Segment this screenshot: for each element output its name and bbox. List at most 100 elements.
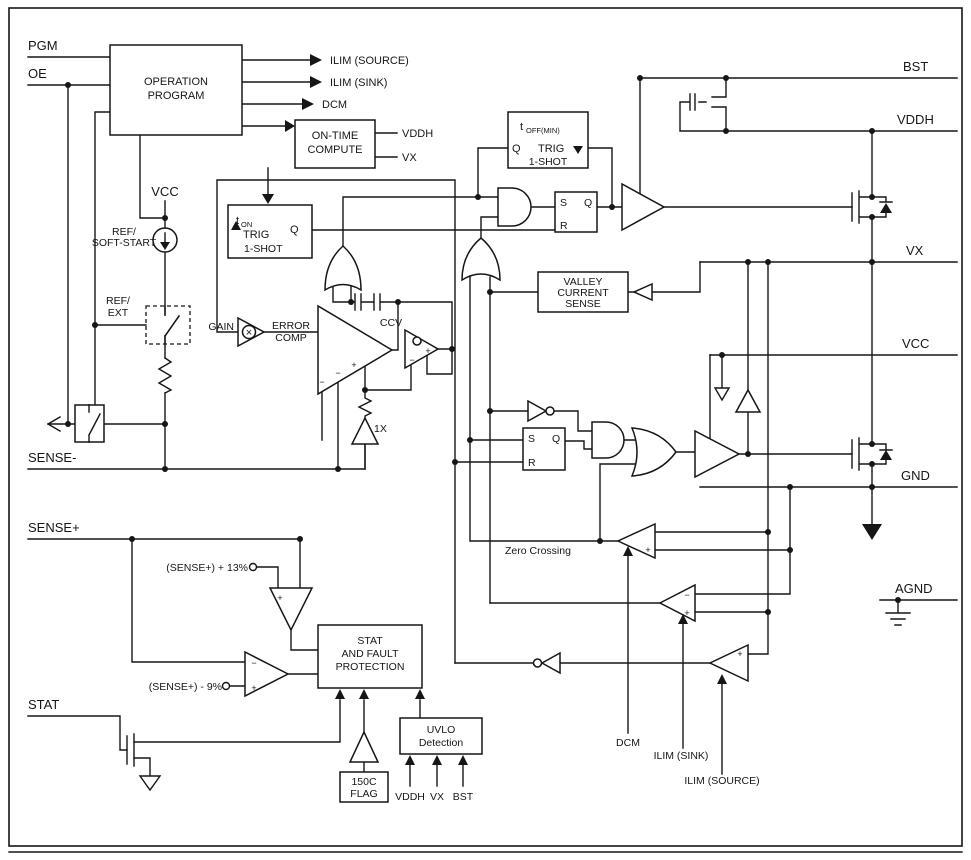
- nabla-ground-icon: [713, 387, 731, 402]
- pin-oe: OE: [28, 66, 47, 81]
- ton-one-shot-block: [227, 204, 313, 259]
- inverter-top-icon: [527, 399, 548, 423]
- ton-t-label: t: [236, 215, 239, 227]
- ref-soft-start-label-2: SOFT-START: [92, 237, 157, 249]
- pin-agnd: AGND: [895, 581, 933, 596]
- valley-sense-buffer-icon: [632, 282, 653, 302]
- cmp3-plus: +: [737, 649, 742, 659]
- or-gate-mid: [461, 237, 501, 282]
- inverter-bottom-icon: [540, 651, 561, 675]
- operation-program-label-2: PROGRAM: [148, 90, 205, 102]
- uvlo-label-2: Detection: [419, 737, 464, 749]
- buffer-1x-icon: [350, 416, 380, 445]
- multiply-icon: ×: [246, 327, 252, 339]
- threshold-terminal-9: [221, 681, 231, 691]
- ref-ext-label-2: EXT: [108, 307, 129, 319]
- multiplier-circle-icon: [241, 324, 257, 340]
- dcm-bottom-label: DCM: [616, 737, 640, 749]
- signal-dcm: DCM: [322, 99, 347, 111]
- sr2-q-label: Q: [552, 433, 560, 445]
- sense-plus-13-label: (SENSE+) + 13%: [166, 562, 248, 574]
- threshold-terminal-13: [248, 562, 258, 572]
- junction-dots: [65, 75, 901, 615]
- ilim-source-comparator-icon: [708, 643, 749, 683]
- ccv-plus: +: [425, 346, 430, 356]
- error-comp-label-1: ERROR: [272, 320, 310, 332]
- on-time-label-1: ON-TIME: [312, 130, 358, 142]
- signal-ilim-sink: ILIM (SINK): [330, 77, 387, 89]
- sr1-s-label: S: [560, 197, 567, 209]
- error-comp-amp-icon: [317, 304, 394, 396]
- pin-pgm: PGM: [28, 38, 58, 53]
- pin-vcc-top: VCC: [151, 184, 178, 199]
- stat-fault-protection-block: [317, 624, 423, 689]
- pin-sense-minus: SENSE-: [28, 450, 76, 465]
- bootstrap-buffer-icon: [734, 388, 762, 413]
- switch-blades: [88, 305, 180, 443]
- sr1-q-label: Q: [584, 197, 592, 209]
- uvp-comparator-icon: [244, 650, 290, 698]
- operation-program-block: [109, 44, 243, 136]
- signal-vddh-ff: VDDH: [402, 128, 433, 140]
- sr-latch-top: [554, 191, 598, 233]
- toff-t-label: t: [520, 121, 523, 133]
- uvlo-in-bst-label: BST: [453, 791, 474, 803]
- ton-trig-label: TRIG: [243, 229, 269, 241]
- toff-q-label: Q: [512, 143, 521, 155]
- sr2-r-label: R: [528, 457, 536, 469]
- zero-crossing-comparator-icon: [616, 522, 656, 560]
- error-comp-minus2: −: [335, 368, 340, 378]
- valley-sense-label-2: CURRENT: [557, 287, 609, 299]
- lowside-driver-icon: [694, 429, 741, 479]
- uvlo-label-1: UVLO: [427, 724, 456, 736]
- ton-q-label: Q: [290, 224, 299, 236]
- valley-sense-label-1: VALLEY: [564, 276, 603, 288]
- zero-crossing-plus: +: [645, 545, 650, 555]
- or-gate-left: [324, 244, 362, 292]
- pin-stat: STAT: [28, 697, 59, 712]
- toff-oneshot-label: 1-SHOT: [529, 156, 568, 168]
- toff-trig-label: TRIG: [538, 143, 564, 155]
- ton-sub-label: ON: [241, 220, 252, 229]
- buffer-1x-label: 1X: [374, 423, 387, 435]
- pin-vcc-right: VCC: [902, 336, 929, 351]
- pin-vx: VX: [906, 243, 924, 258]
- uvlo-in-vx-label: VX: [430, 791, 444, 803]
- ilim-source-bottom-label: ILIM (SOURCE): [684, 775, 759, 787]
- error-comp-minus1: −: [319, 377, 324, 387]
- diagram-frame: [8, 7, 963, 847]
- ovp-comparator-icon: [268, 587, 314, 632]
- cmp2-plus: +: [684, 608, 689, 618]
- signal-vx-ff: VX: [402, 152, 417, 164]
- valley-sense-label-3: SENSE: [565, 298, 601, 310]
- open-ground-arrow-icon: [138, 775, 162, 792]
- flag-150c-block: [339, 771, 389, 803]
- ref-ext-label-1: REF/: [106, 295, 130, 307]
- inverter-top-bubble: [545, 406, 555, 416]
- sr-latch-bottom: [522, 427, 566, 471]
- pin-gnd: GND: [901, 468, 930, 483]
- ccv-label: CCV: [380, 317, 402, 329]
- ref-soft-start-label-1: REF/: [112, 226, 136, 238]
- uvlo-in-vddh-label: VDDH: [395, 791, 425, 803]
- pin-sense-plus: SENSE+: [28, 520, 80, 535]
- flag-150c-label-1: 150C: [351, 776, 377, 788]
- valley-current-sense-block: [537, 271, 629, 313]
- toff-sub-label: OFF(MIN): [526, 126, 560, 135]
- on-time-compute-block: [294, 119, 376, 169]
- on-time-label-2: COMPUTE: [308, 144, 363, 156]
- toff-one-shot-block: [507, 111, 589, 169]
- stat-fault-label-2: AND FAULT: [342, 648, 400, 660]
- thermal-buffer-icon: [348, 730, 380, 763]
- sr1-r-label: R: [560, 220, 568, 232]
- ovp-plus: +: [277, 593, 282, 603]
- ilim-sink-comparator-icon: [658, 583, 696, 623]
- stat-fault-label-3: PROTECTION: [336, 661, 405, 673]
- or-gate-bottom: [630, 427, 677, 477]
- and-gate-bottom: [591, 421, 625, 459]
- ton-oneshot-label: 1-SHOT: [244, 243, 283, 255]
- stat-fault-label-1: STAT: [357, 635, 383, 647]
- uvlo-detection-block: [399, 717, 483, 755]
